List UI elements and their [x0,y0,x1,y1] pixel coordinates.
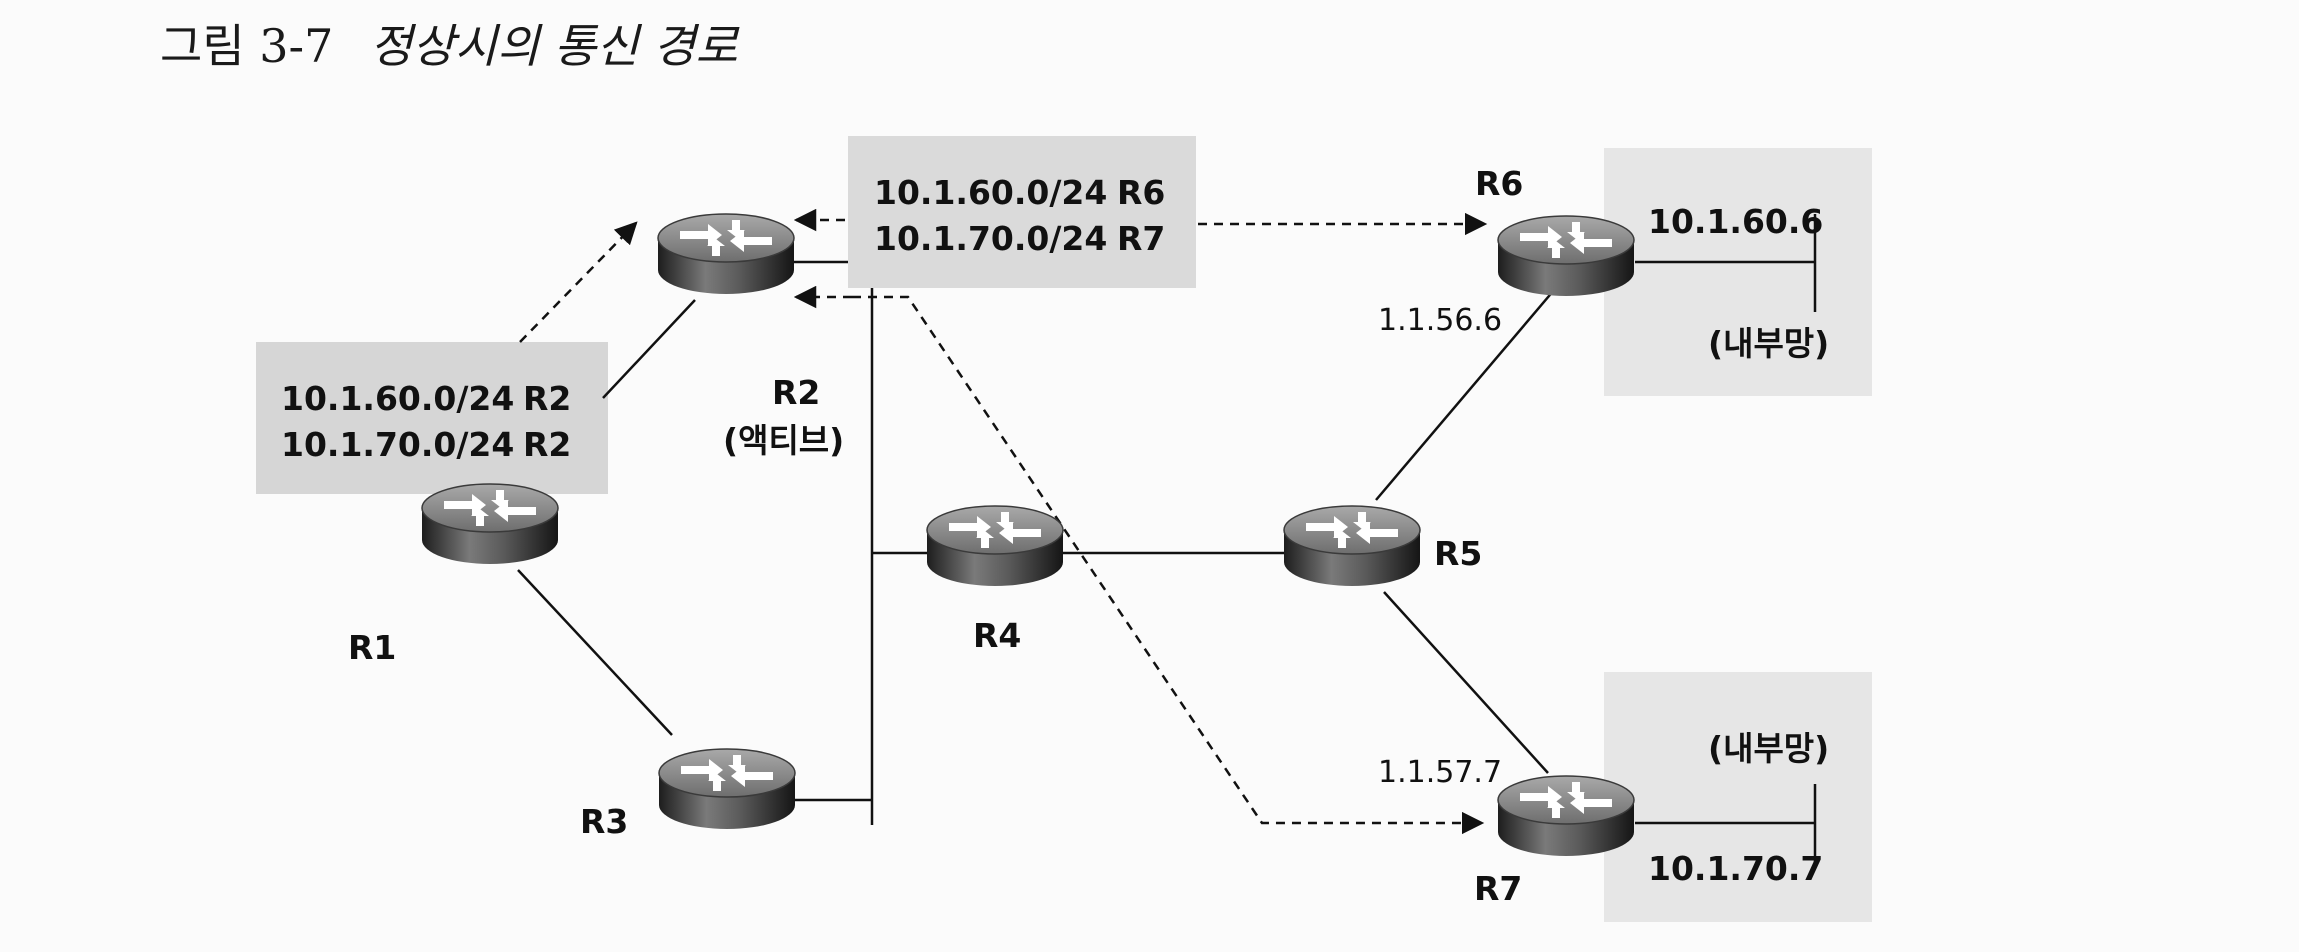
router-r2 [657,213,795,295]
routing-table-r1 [256,342,608,494]
router-r7 [1497,775,1635,857]
router-r6 [1497,215,1635,297]
r2-route-network-2: 10.1.70.0/24 [874,219,1107,258]
internal-address-r6: 10.1.60.6 [1648,202,1823,241]
caption-number: 그림 3-7 [160,19,333,73]
label-r7: R7 [1474,869,1522,908]
routing-table-r1-text: 10.1.60.0/24 R2 10.1.70.0/24 R2 [281,379,571,464]
label-r4: R4 [973,616,1021,655]
router-r4 [926,505,1064,587]
router-r1 [421,483,559,565]
link-r5-r7 [1383,591,1549,774]
r1-route-network-1: 10.1.60.0/24 [281,379,514,418]
link-r5-r6 [1375,282,1561,501]
physical-links [517,214,1817,862]
r1-route-nexthop-2: R2 [523,425,571,464]
figure-caption: 그림 3-7 정상시의 통신 경로 [160,19,740,73]
r2-route-nexthop-1: R6 [1117,173,1165,212]
routing-table-r2 [848,136,1196,288]
label-r1: R1 [348,628,396,667]
ip-r7-link: 1.1.57.7 [1378,755,1502,790]
internal-address-r7: 10.1.70.7 [1648,849,1823,888]
r1-route-nexthop-1: R2 [523,379,571,418]
communication-paths [519,208,1488,835]
r2-route-network-1: 10.1.60.0/24 [874,173,1107,212]
r2-route-nexthop-2: R7 [1117,219,1165,258]
internal-label-r7: (내부망) [1708,729,1829,768]
router-r5 [1283,505,1421,587]
path-arrow-r1-to-r2 [519,221,638,343]
routing-table-r2-text: 10.1.60.0/24 R6 10.1.70.0/24 R7 [874,173,1165,258]
internal-network-area-r7 [1604,672,1872,922]
internal-network-area-r6 [1604,148,1872,396]
label-r5: R5 [1434,534,1482,573]
label-r2-status: (액티브) [723,421,844,460]
link-r1-r3 [517,569,673,736]
internal-label-r6: (내부망) [1708,324,1829,363]
label-r2: R2 [772,373,820,412]
path-arrow-r2-to-r7 [852,295,1485,835]
ip-r6-link: 1.1.56.6 [1378,303,1502,338]
label-r3: R3 [580,802,628,841]
label-r6: R6 [1475,164,1523,203]
caption-title: 정상시의 통신 경로 [370,19,740,73]
link-r1-r2 [602,299,696,399]
r1-route-network-2: 10.1.70.0/24 [281,425,514,464]
router-r3 [658,748,796,830]
